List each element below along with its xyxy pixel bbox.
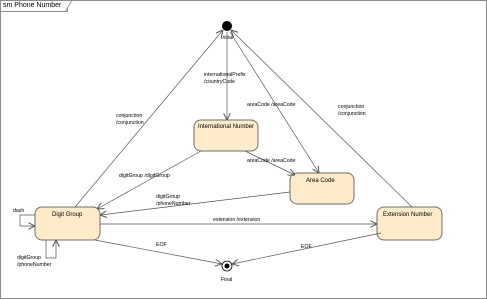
state-digit-group-label: Digit Group (52, 212, 83, 218)
transition-area-code-to-digit-group[interactable]: digitGroup /phoneNumber (100, 191, 291, 215)
transition-label: digitGroup /digitGroup (119, 173, 170, 179)
transition-label: areaCode /areaCode (247, 158, 296, 164)
transition-digit-group-to-initial[interactable]: conjunction /conjunction (74, 30, 223, 208)
transition-label: internationalPrefix (204, 72, 246, 78)
state-area-code[interactable]: Area Code (289, 172, 355, 205)
transition-digit-group-self-dash[interactable]: dash (13, 208, 35, 226)
transition-label: /conjunction (338, 111, 366, 117)
transition-initial-to-international[interactable]: internationalPrefix /countryCode (204, 32, 246, 120)
transition-label: /conjunction (116, 120, 144, 126)
transition-international-to-area-code[interactable]: areaCode /areaCode (244, 150, 296, 175)
final-node[interactable]: Final (221, 260, 233, 283)
transition-label: digitGroup (156, 194, 180, 200)
transition-label: conjunction (338, 104, 364, 110)
transition-label: extension /extension (213, 217, 260, 223)
transition-digit-group-self-phone-number[interactable]: digitGroup /phoneNumber (17, 240, 56, 268)
transition-digit-group-to-extension[interactable]: extension /extension (100, 217, 377, 224)
state-extension-number[interactable]: Extension Number (376, 206, 443, 241)
transition-international-to-digit-group[interactable]: digitGroup /digitGroup (97, 150, 202, 209)
final-label: Final (221, 277, 232, 283)
transition-label: conjunction (116, 113, 142, 119)
transition-digit-group-to-final[interactable]: EOF (94, 239, 222, 264)
transition-label: dash (13, 208, 24, 214)
transition-label: /phoneNumber (17, 262, 52, 268)
state-area-code-label: Area Code (306, 178, 335, 184)
transition-label: EOF (301, 244, 312, 250)
state-digit-group[interactable]: Digit Group (34, 206, 101, 241)
transition-label: EOF (156, 242, 167, 248)
transition-extension-to-final[interactable]: EOF (232, 232, 382, 264)
state-extension-number-label: Extension Number (383, 212, 432, 218)
diagram-title: sm Phone Number (1, 1, 69, 12)
transition-extension-to-initial[interactable]: conjunction /conjunction (231, 30, 413, 208)
state-international-number[interactable]: International Number (193, 119, 259, 152)
transition-label: /phoneNumber (156, 201, 191, 207)
transition-initial-to-area-code[interactable]: areaCode /areaCode (229, 31, 319, 173)
transition-label: areaCode /areaCode (247, 102, 296, 108)
transition-label: /countryCode (204, 79, 235, 85)
transition-label: digitGroup (17, 255, 41, 261)
state-international-number-label: International Number (198, 124, 254, 130)
